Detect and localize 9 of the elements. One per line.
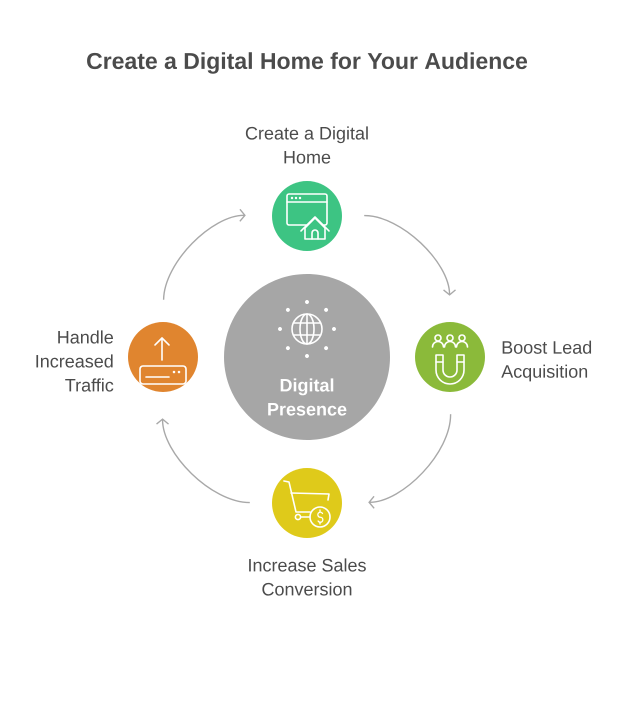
step-label: Boost Lead Acquisition xyxy=(501,340,592,382)
step-label: Increase Sales Conversion xyxy=(249,558,366,596)
step-label: Create a Digital Home xyxy=(246,126,368,164)
arrow xyxy=(156,418,250,504)
title: Create a Digital Home for Your Audience xyxy=(87,52,528,74)
step-label: Handle Increased Traffic xyxy=(36,330,114,392)
arrow xyxy=(368,414,452,509)
arrow xyxy=(364,214,456,296)
arrow xyxy=(162,208,246,300)
